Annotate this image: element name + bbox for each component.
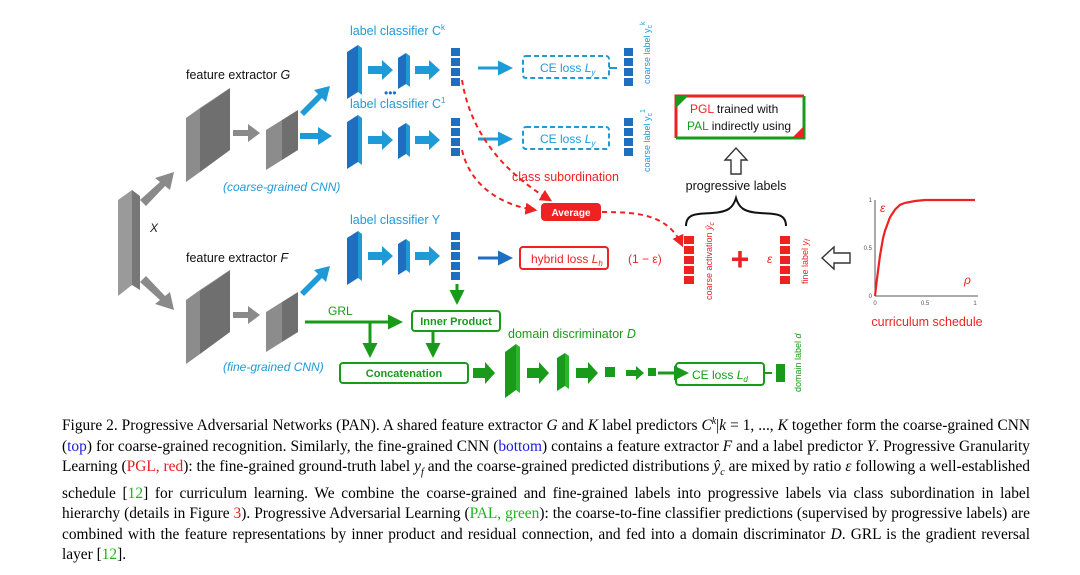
caption-pal-green: PAL, green [469, 505, 540, 523]
grl-label: GRL [328, 304, 353, 318]
caption-ref-12a[interactable]: 12 [127, 484, 144, 502]
red-dashed-average-to-activation [601, 211, 684, 248]
caption-ref-12b[interactable]: 12 [101, 546, 118, 564]
gray-arrow-g [233, 124, 260, 142]
pan-architecture-diagram: X feature extractor G (coarse-grained CN… [118, 21, 983, 398]
classifier-ck [347, 45, 460, 99]
caption-link-fig3[interactable]: 3 [233, 505, 242, 523]
fine-label-text: fine label yf [800, 238, 812, 284]
eps-label: ε [767, 252, 773, 266]
chart-rho-label: ρ [963, 273, 971, 287]
coarse-activation-stack [684, 236, 694, 284]
gray-arrow-f [233, 306, 260, 324]
coarse-cnn-block-1 [186, 88, 230, 182]
coarse-cnn-block-2 [266, 110, 298, 170]
hollow-arrow-up [723, 146, 749, 175]
classifier-y [347, 231, 460, 285]
gray-arrow-down [140, 276, 174, 310]
red-dashed-path-c1 [461, 149, 538, 215]
coarse-label-k-stack [624, 48, 633, 86]
red-dashed-path-ck [461, 79, 553, 202]
input-x-label: X [149, 221, 159, 235]
chart-y-tick-0: 0 [869, 294, 873, 300]
chart-eps-label: ε [880, 201, 886, 215]
fine-cnn-block-1 [186, 270, 230, 364]
progressive-labels-label: progressive labels [686, 179, 787, 193]
curriculum-schedule-label: curriculum schedule [871, 315, 982, 329]
average-label: Average [551, 208, 591, 219]
chart-y-tick-1: 0.5 [864, 246, 873, 252]
pgl-box-line1: PGL trained with [690, 102, 778, 116]
input-block [118, 190, 140, 296]
average-box [541, 203, 601, 221]
fine-cnn-label: (fine-grained CNN) [223, 360, 324, 374]
hollow-arrow-curriculum [820, 245, 851, 271]
fine-cnn-block-2 [266, 292, 298, 352]
domain-label-block [776, 364, 785, 382]
blue-arrow-f-to-y [300, 266, 330, 296]
coarse-activation-text: coarse activation ŷc [704, 221, 716, 300]
feature-extractor-g-label: feature extractor G [186, 68, 291, 82]
figure-caption: Figure 2. Progressive Adversarial Networ… [62, 416, 1031, 564]
inner-product-box [411, 310, 501, 332]
plus-sign: + [731, 241, 750, 277]
label-classifier-ck-label: label classifier Ck [350, 23, 446, 38]
label-classifier-c1-label: label classifier C1 [350, 96, 446, 111]
concatenation-box [339, 362, 469, 384]
domain-discriminator [473, 344, 656, 398]
coarse-cnn-label: (coarse-grained CNN) [223, 180, 340, 194]
dots: ••• [384, 86, 397, 100]
caption-pgl-red: PGL, red [126, 458, 184, 476]
ce-loss-ld-label: CE loss Ld [692, 368, 748, 384]
chart-series-line [873, 198, 975, 297]
blue-arrow-g-to-c1 [300, 127, 332, 145]
fine-label-stack [780, 236, 790, 284]
ce-loss-ly-box-2 [522, 126, 610, 150]
concatenation-label: Concatenation [366, 368, 443, 380]
pgl-box-line2: PAL indirectly using [687, 119, 791, 133]
caption-link-bottom[interactable]: bottom [498, 437, 542, 455]
classifier-c1 [347, 115, 460, 169]
feature-extractor-f-label: feature extractor F [186, 251, 290, 265]
chart-x-tick-0: 0 [873, 301, 877, 307]
hybrid-loss-label: hybrid loss Lh [531, 252, 603, 268]
coarse-label-1-stack [624, 118, 633, 156]
blue-arrow-g-to-ck [300, 86, 330, 116]
one-minus-eps-label: (1 − ε) [628, 252, 662, 266]
class-subordination-label: class subordination [512, 170, 619, 184]
domain-discriminator-label: domain discriminator D [508, 327, 636, 341]
caption-link-top[interactable]: top [67, 437, 87, 455]
chart-y-tick-2: 1 [869, 198, 873, 204]
gray-arrow-up [140, 172, 174, 206]
pgl-pal-box [674, 94, 806, 140]
coarse-label-1-text: coarse label yc1 [640, 109, 654, 172]
chart-x-tick-1: 0.5 [921, 301, 930, 307]
label-classifier-y-label: label classifier Y [350, 213, 441, 227]
ce-loss-ly-label-2: CE loss Ly [540, 132, 596, 148]
progressive-labels-brace [685, 194, 787, 227]
inner-product-label: Inner Product [420, 316, 492, 328]
hybrid-loss-box [519, 246, 609, 270]
domain-label-text: domain label d [793, 332, 803, 392]
chart-x-tick-2: 1 [973, 301, 977, 307]
coarse-label-k-text: coarse label yck [640, 21, 654, 84]
ce-loss-ly-label-1: CE loss Ly [540, 61, 596, 77]
curriculum-chart: ε ρ 0 0.5 1 0 0.5 1 [864, 198, 978, 307]
